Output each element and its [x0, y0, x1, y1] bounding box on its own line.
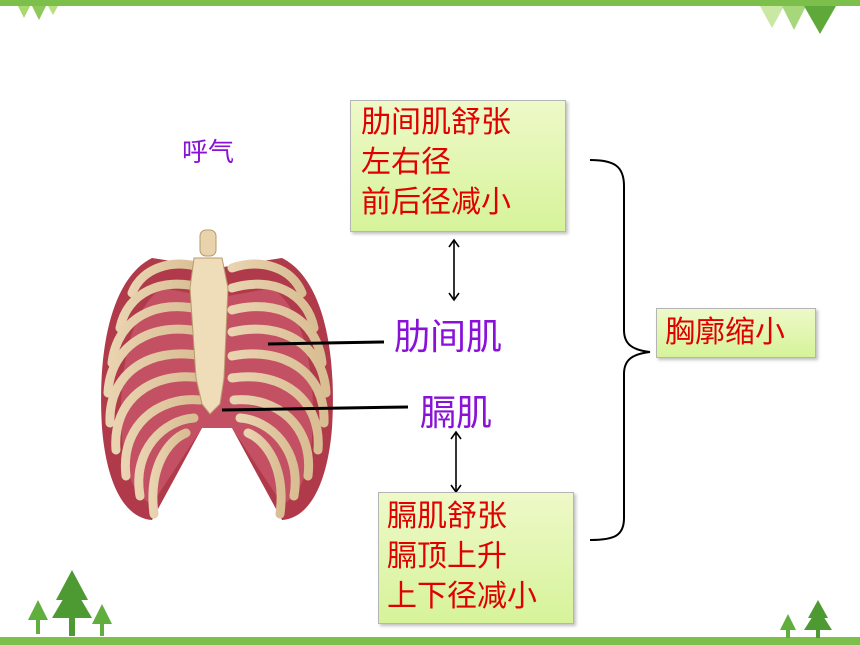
intercostal-muscle-label: 肋间肌 — [394, 317, 503, 358]
ribcage-illustration — [101, 229, 333, 520]
grouping-brace — [589, 159, 651, 541]
bottom-right-trees-icon — [780, 600, 832, 638]
intercostal-pointer-line — [267, 340, 385, 346]
intercostal-effect-line-3: 前后径减小 — [361, 185, 511, 220]
diaphragm-label: 膈肌 — [420, 393, 493, 434]
bottom-left-trees-icon — [28, 570, 112, 636]
diaphragm-pointer-line — [221, 405, 409, 412]
top-right-leaf-icon — [760, 6, 836, 34]
result-text: 胸廓缩小 — [665, 315, 785, 350]
diaphragm-effect-box: 膈肌舒张 膈顶上升 上下径减小 — [378, 492, 574, 624]
bottom-decor-bar — [0, 637, 860, 645]
intercostal-effect-line-2: 左右径 — [361, 145, 451, 180]
title-label: 呼气 — [182, 138, 235, 168]
upper-double-arrow — [448, 238, 460, 302]
result-box: 胸廓缩小 — [656, 308, 816, 358]
top-decor-bar — [0, 0, 860, 6]
intercostal-effect-box: 肋间肌舒张 左右径 前后径减小 — [350, 100, 566, 232]
diaphragm-effect-line-2: 膈顶上升 — [387, 539, 507, 574]
diaphragm-effect-line-3: 上下径减小 — [387, 579, 537, 614]
intercostal-effect-line-1: 肋间肌舒张 — [361, 105, 511, 140]
lower-double-arrow — [450, 430, 462, 494]
diaphragm-effect-line-1: 膈肌舒张 — [387, 499, 507, 534]
top-left-leaf-icon — [18, 6, 58, 20]
